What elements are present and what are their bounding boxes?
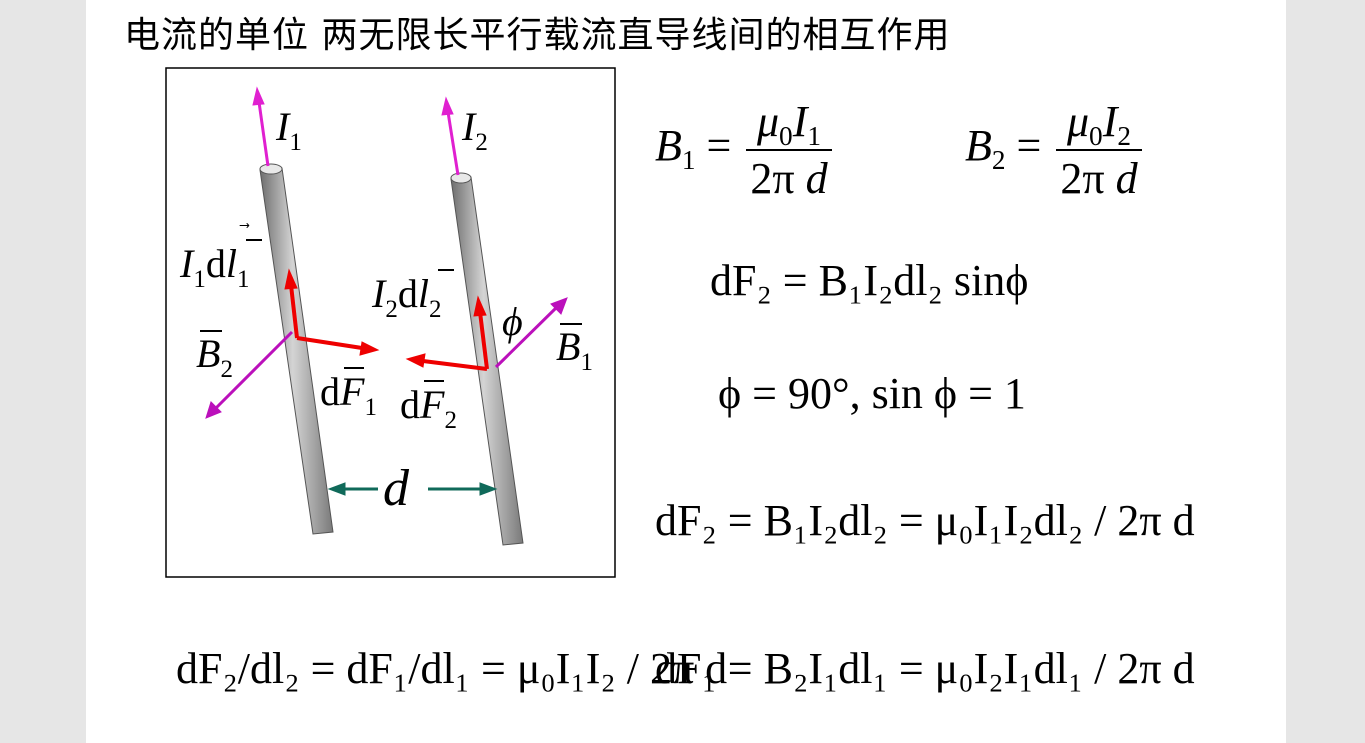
angle-label: ϕ [502, 299, 523, 344]
current-element-1-label: I1dl1 [179, 241, 249, 293]
field-b2-label: B2 [196, 331, 233, 383]
distance-label: d [383, 460, 410, 517]
wire-1 [259, 163, 334, 535]
equation-force-per-length: dF₂/dl₂ = dF₁/dl₁ = μ₀I₁I₂ / 2π d [176, 644, 728, 693]
equation-df2-sin: dF₂ = B₁I₂dl₂ sinϕ [710, 256, 1029, 305]
equation-df2-full: dF₂ = B₁I₂dl₂ = μ₀I₁I₂dl₂ / 2π d [655, 496, 1195, 545]
wire-2-current-label: I2 [461, 104, 488, 156]
field-b1-label: B1 [556, 324, 593, 376]
current-arrow-2 [441, 96, 460, 176]
force-2-label: dF2 [400, 382, 457, 434]
equation-phi: ϕ = 90°, sin ϕ = 1 [718, 369, 1026, 418]
current-arrow-1 [252, 86, 270, 167]
force-arrow-1 [296, 336, 380, 356]
distance-arrows [327, 482, 498, 496]
equation-b1: B1 = μ0I1 2π d [655, 96, 836, 204]
slide-title: 电流的单位 两无限长平行载流直导线间的相互作用 [124, 15, 951, 56]
equation-b2: B2 = μ0I2 2π d [965, 96, 1146, 204]
wire-1-current-label: I1 [275, 104, 302, 156]
force-1-label: dF1 [320, 369, 377, 421]
field-arrow-b2 [205, 330, 294, 419]
force-arrow-2 [405, 353, 488, 371]
current-element-arrow-2 [473, 295, 489, 370]
current-element-arrow-1 [284, 268, 299, 339]
current-element-2-label: I2dl2 [371, 271, 441, 323]
equation-df1-full: dF₁ = B₂I₁dl₁ = μ₀I₂I₁dl₁ / 2π d [655, 644, 1195, 693]
field-arrow-b1 [494, 297, 568, 369]
